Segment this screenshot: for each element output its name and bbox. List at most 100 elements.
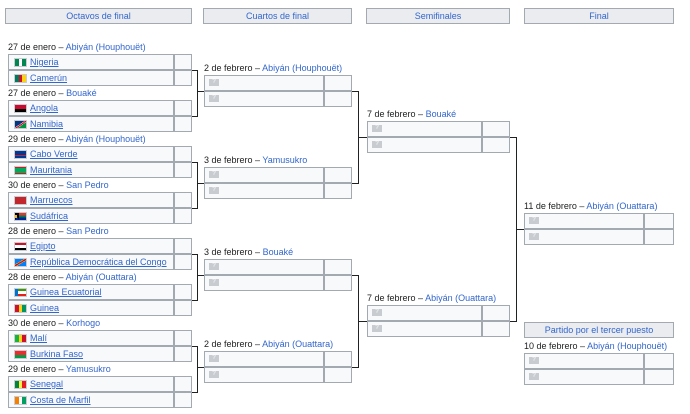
- team-name-link[interactable]: Egipto: [30, 241, 56, 251]
- match-venue-link[interactable]: Abiyán (Houphouët): [587, 341, 668, 351]
- placeholder-flag-icon: ?: [209, 171, 219, 178]
- placeholder-flag-icon: ?: [372, 125, 382, 132]
- bracket-connector: [197, 254, 198, 301]
- team-row-tbd: ?: [367, 321, 482, 337]
- tercer-puesto-match-info: 10 de febrero – Abiyán (Houphouët): [524, 339, 667, 353]
- placeholder-flag-icon: ?: [529, 373, 539, 380]
- semifinal-match-info: 7 de febrero – Abiyán (Ouattara): [367, 291, 496, 305]
- bracket-connector: [192, 116, 197, 117]
- bracket-connector: [197, 162, 198, 209]
- placeholder-flag-icon: ?: [372, 141, 382, 148]
- placeholder-flag-icon: ?: [209, 371, 219, 378]
- bracket-connector: [510, 321, 516, 322]
- match-venue-link[interactable]: Abiyán (Ouattara): [262, 339, 334, 349]
- placeholder-flag-icon: ?: [372, 325, 382, 332]
- score-cell: [174, 254, 192, 270]
- team-row-tbd: ?: [204, 275, 324, 291]
- south-africa-flag-icon: [14, 212, 27, 221]
- team-name-link[interactable]: Mauritania: [30, 165, 73, 175]
- team-row-tbd: ?: [367, 121, 482, 137]
- team-name-link[interactable]: Angola: [30, 103, 59, 113]
- placeholder-flag-icon: ?: [529, 357, 539, 364]
- team-name-link[interactable]: Guinea Ecuatorial: [30, 287, 102, 297]
- score-cell: [174, 392, 192, 408]
- match-venue-link[interactable]: San Pedro: [66, 226, 109, 236]
- score-cell: [324, 351, 352, 367]
- score-cell: [482, 137, 510, 153]
- team-row: Namibia: [8, 116, 174, 132]
- match-venue-link[interactable]: Bouaké: [425, 109, 457, 119]
- header-octavos: Octavos de final: [5, 8, 192, 24]
- score-cell: [324, 367, 352, 383]
- match-date: 7 de febrero –: [367, 109, 424, 119]
- team-name-link[interactable]: República Democrática del Congo: [30, 257, 167, 267]
- score-cell: [174, 330, 192, 346]
- score-cell: [174, 208, 192, 224]
- placeholder-flag-icon: ?: [372, 309, 382, 316]
- team-name-link[interactable]: Cabo Verde: [30, 149, 78, 159]
- match-venue-link[interactable]: Yamusukro: [262, 155, 308, 165]
- match-venue-link[interactable]: Yamusukro: [65, 364, 111, 374]
- bracket-connector: [192, 254, 197, 255]
- match-date: 28 de enero –: [8, 272, 64, 282]
- team-row-tbd: ?: [367, 305, 482, 321]
- team-name-link[interactable]: Nigeria: [30, 57, 59, 67]
- egypt-flag-icon: [14, 242, 27, 251]
- team-row: Malí: [8, 330, 174, 346]
- match-date: 3 de febrero –: [204, 247, 261, 257]
- score-cell: [482, 121, 510, 137]
- octavos-match-info: 28 de enero – San Pedro: [8, 224, 109, 238]
- score-cell: [174, 192, 192, 208]
- team-row-tbd: ?: [204, 167, 324, 183]
- team-name-link[interactable]: Marruecos: [30, 195, 73, 205]
- match-venue-link[interactable]: Bouaké: [262, 247, 294, 257]
- match-venue-link[interactable]: San Pedro: [66, 180, 109, 190]
- placeholder-flag-icon: ?: [209, 79, 219, 86]
- team-row-tbd: ?: [204, 75, 324, 91]
- cuartos-match-info: 3 de febrero – Bouaké: [204, 245, 293, 259]
- match-venue-link[interactable]: Abiyán (Houphouët): [262, 63, 343, 73]
- team-row: Cabo Verde: [8, 146, 174, 162]
- team-row-tbd: ?: [204, 183, 324, 199]
- placeholder-flag-icon: ?: [529, 217, 539, 224]
- match-venue-link[interactable]: Abiyán (Ouattara): [65, 272, 137, 282]
- team-name-link[interactable]: Malí: [30, 333, 48, 343]
- bracket-connector: [192, 346, 197, 347]
- match-venue-link[interactable]: Bouaké: [66, 88, 97, 98]
- team-name-link[interactable]: Camerún: [30, 73, 68, 83]
- bracket-connector: [352, 275, 358, 276]
- match-venue-link[interactable]: Abiyán (Ouattara): [425, 293, 497, 303]
- team-row: Costa de Marfil: [8, 392, 174, 408]
- match-date: 2 de febrero –: [204, 339, 261, 349]
- team-name-link[interactable]: Sudáfrica: [30, 211, 69, 221]
- octavos-match-info: 29 de enero – Abiyán (Houphouët): [8, 132, 146, 146]
- match-date: 11 de febrero –: [524, 201, 585, 211]
- team-name-link[interactable]: Guinea: [30, 303, 60, 313]
- team-name-link[interactable]: Namibia: [30, 119, 64, 129]
- octavos-match-info: 27 de enero – Bouaké: [8, 86, 97, 100]
- cape-verde-flag-icon: [14, 150, 27, 159]
- placeholder-flag-icon: ?: [209, 95, 219, 102]
- cuartos-match-info: 2 de febrero – Abiyán (Houphouët): [204, 61, 342, 75]
- score-cell: [324, 167, 352, 183]
- match-venue-link[interactable]: Korhogo: [66, 318, 101, 328]
- header-final: Final: [524, 8, 674, 24]
- bracket-connector: [352, 183, 358, 184]
- team-row-tbd: ?: [204, 367, 324, 383]
- score-cell: [174, 116, 192, 132]
- angola-flag-icon: [14, 104, 27, 113]
- team-row: Burkina Faso: [8, 346, 174, 362]
- team-name-link[interactable]: Burkina Faso: [30, 349, 84, 359]
- score-cell: [324, 275, 352, 291]
- score-cell: [482, 321, 510, 337]
- guinea-flag-icon: [14, 304, 27, 313]
- match-venue-link[interactable]: Abiyán (Houphouët): [65, 134, 146, 144]
- match-venue-link[interactable]: Abiyán (Houphouët): [65, 42, 146, 52]
- match-venue-link[interactable]: Abiyán (Ouattara): [586, 201, 658, 211]
- team-name-link[interactable]: Senegal: [30, 379, 64, 389]
- cuartos-match-info: 3 de febrero – Yamusukro: [204, 153, 307, 167]
- team-name-link[interactable]: Costa de Marfil: [30, 395, 91, 405]
- cuartos-match-info: 2 de febrero – Abiyán (Ouattara): [204, 337, 333, 351]
- score-cell: [174, 284, 192, 300]
- bracket-connector: [197, 367, 204, 368]
